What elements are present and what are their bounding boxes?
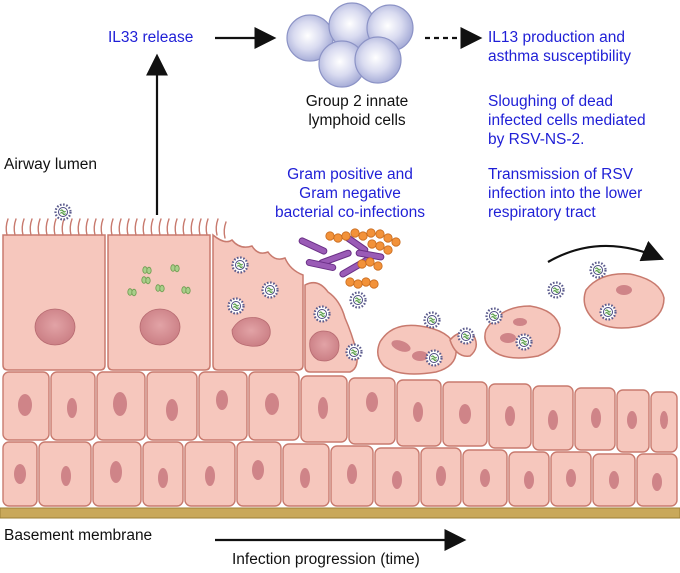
- infection-progression-label: Infection progression (time): [232, 551, 420, 568]
- transmission-label-line-1: Transmission of RSV: [488, 166, 633, 183]
- sloughing-label-line-1: Sloughing of dead: [488, 93, 613, 110]
- ilc2-cluster: [286, 2, 414, 88]
- coinfection-label-line-3: bacterial co-infections: [275, 204, 425, 221]
- ilc2-label: Group 2 innate lymphoid cells: [282, 92, 432, 130]
- gram-positive-bacteria: [325, 228, 401, 289]
- il33-release-label: IL33 release: [108, 29, 194, 46]
- transmission-label-line-3: respiratory tract: [488, 204, 596, 221]
- il13-label: IL13 production and asthma susceptibilit…: [488, 28, 631, 66]
- transmission-arrow: [547, 240, 665, 263]
- basal-epithelium: [2, 371, 678, 507]
- sloughing-label-line-3: by RSV-NS-2.: [488, 131, 585, 148]
- sloughed-nuclei: [391, 285, 632, 361]
- basement-membrane-label: Basement membrane: [4, 527, 153, 544]
- ciliated-cell-2: [107, 234, 211, 371]
- airway-lumen-label: Airway lumen: [4, 156, 98, 173]
- il13-label-line-1: IL13 production and: [488, 29, 626, 46]
- cilia: [5, 218, 227, 239]
- coinfection-label-line-2: Gram negative: [299, 185, 401, 202]
- basement-membrane-band: [0, 507, 680, 519]
- sloughing-label: Sloughing of dead infected cells mediate…: [488, 92, 646, 149]
- ilc2-label-line-2: lymphoid cells: [308, 112, 406, 129]
- infected-cell-3: [212, 233, 304, 371]
- damaged-cell-4: [304, 281, 358, 373]
- sloughing-label-line-2: infected cells mediated: [488, 112, 646, 129]
- il13-label-line-2: asthma susceptibility: [488, 48, 632, 65]
- coinfection-label-line-1: Gram positive and: [287, 166, 413, 183]
- ciliated-cell-1: [2, 234, 106, 371]
- coinfection-label: Gram positive and Gram negative bacteria…: [250, 165, 450, 222]
- ilc2-label-line-1: Group 2 innate: [305, 93, 409, 110]
- transmission-label-line-2: infection into the lower: [488, 185, 643, 202]
- basal-nuclei: [14, 390, 668, 491]
- transmission-label: Transmission of RSV infection into the l…: [488, 165, 642, 222]
